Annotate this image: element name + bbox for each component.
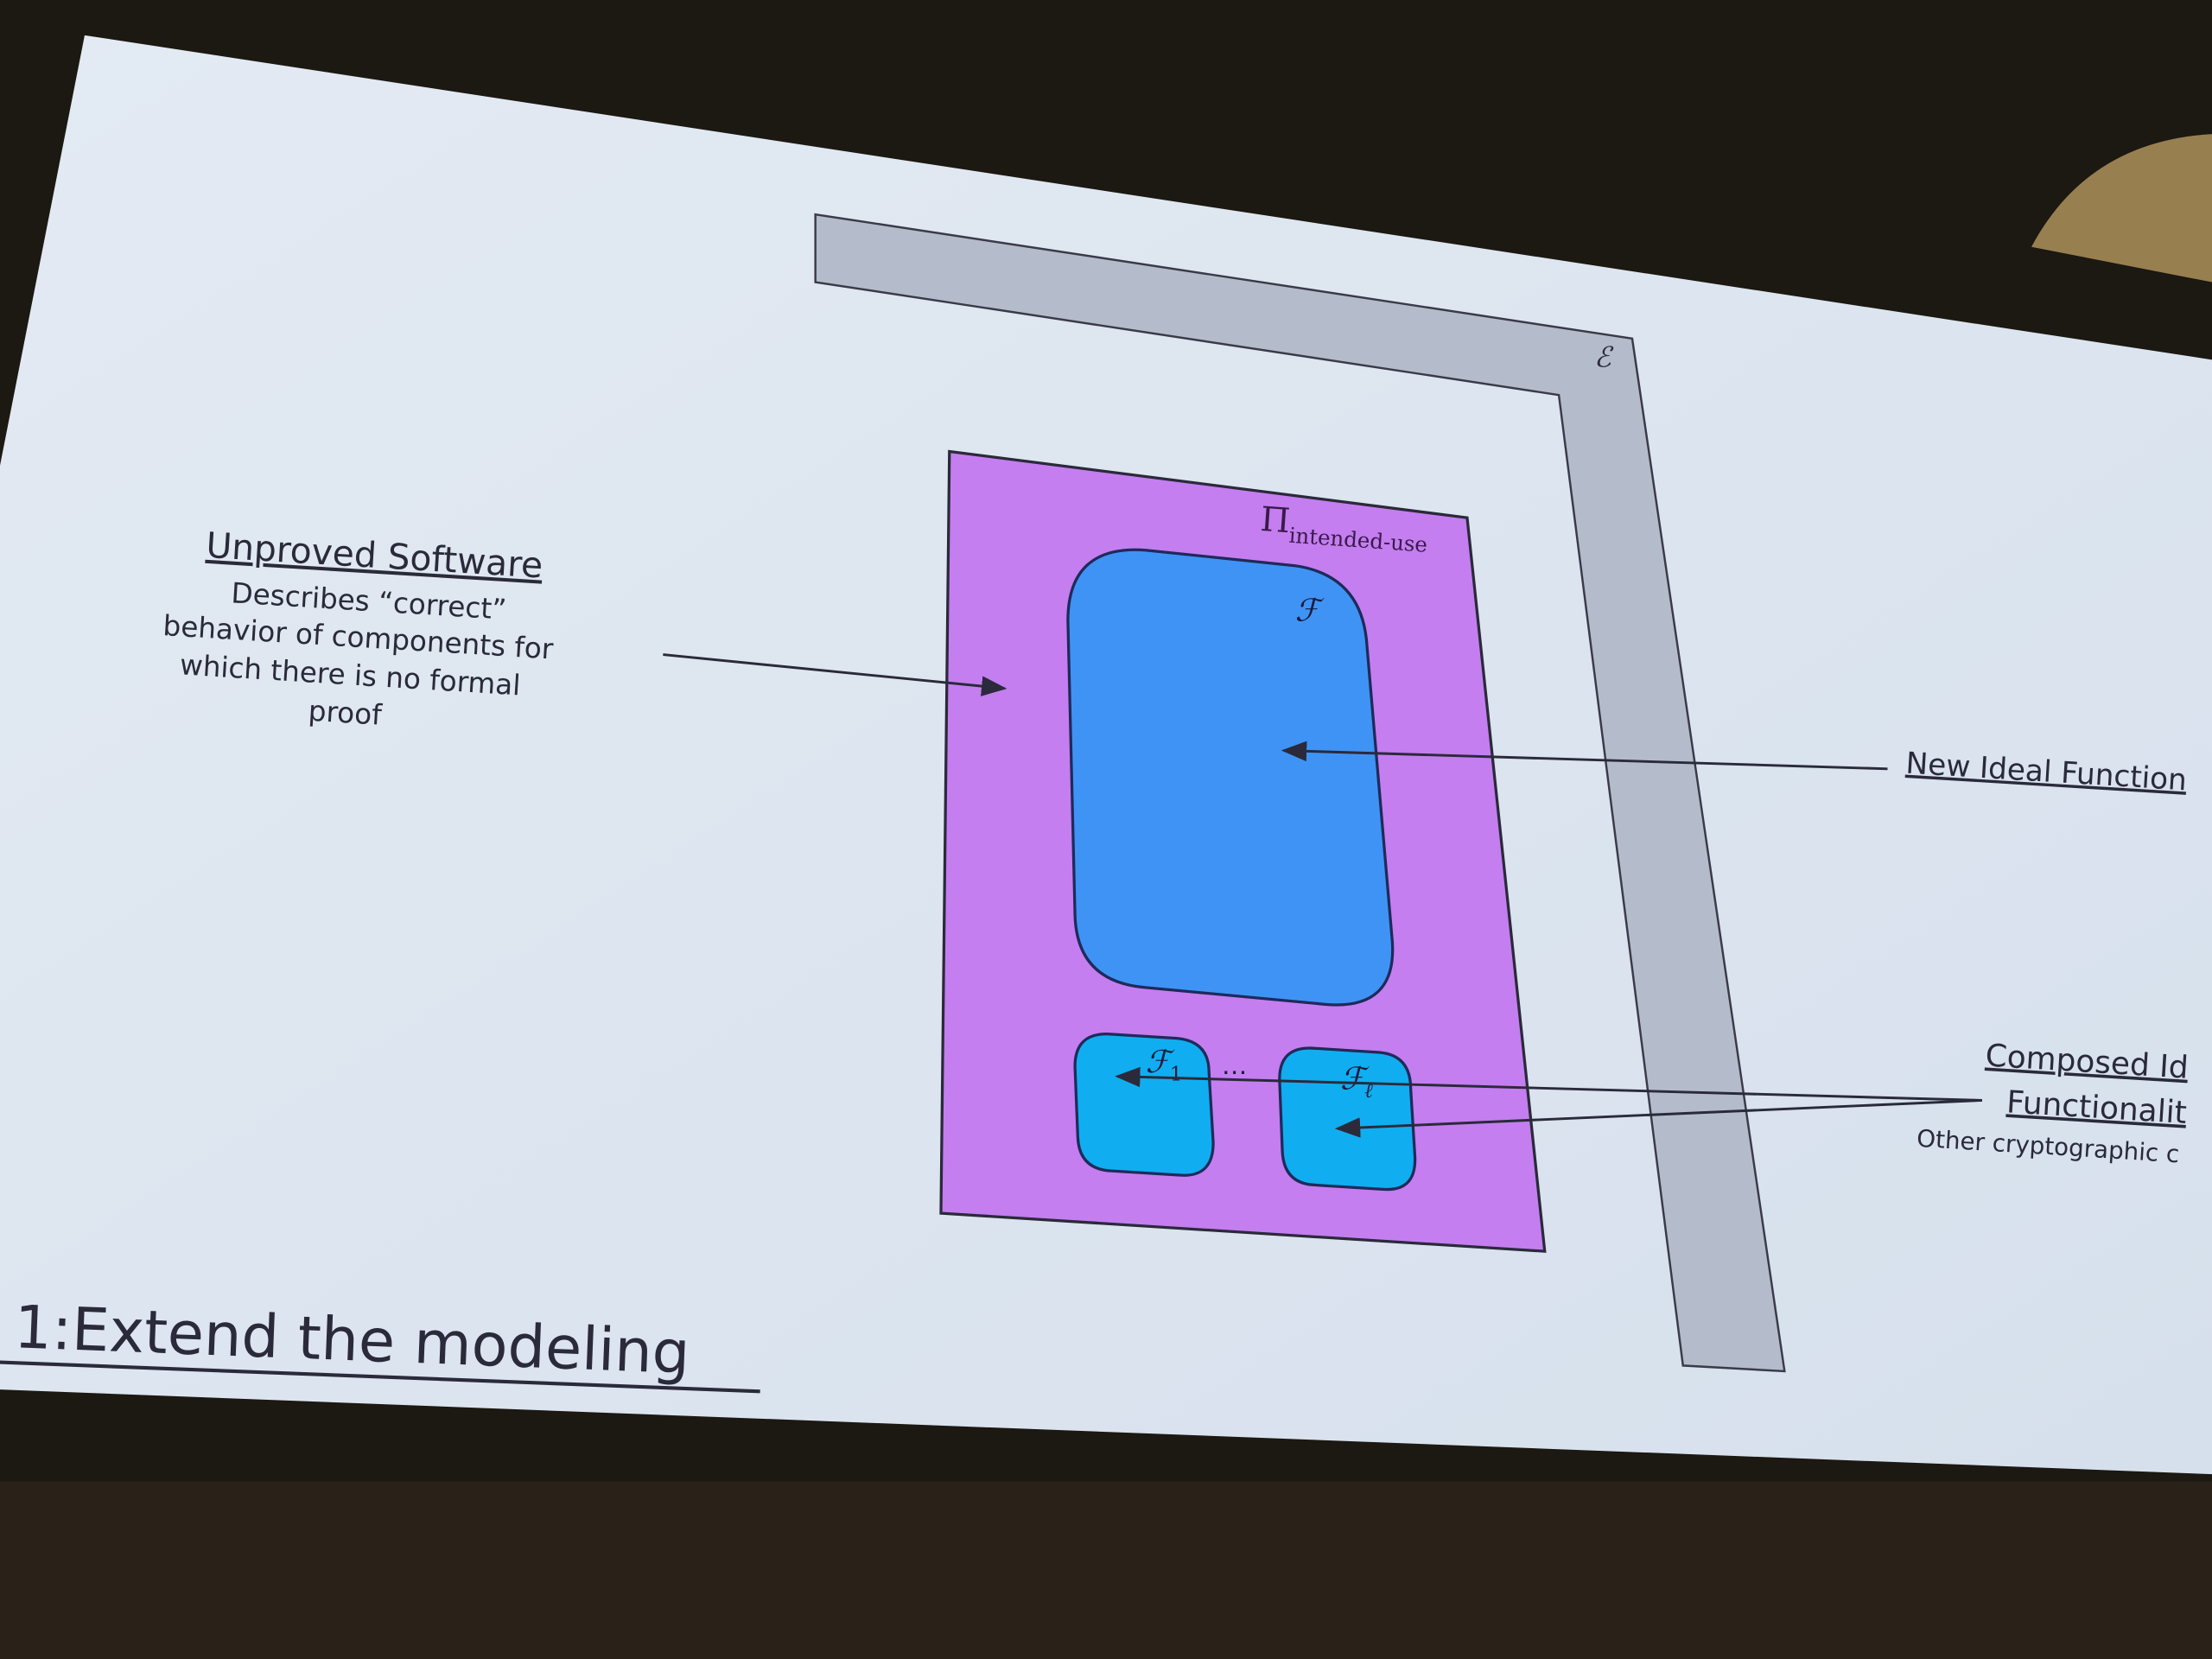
lamp-shape — [2031, 134, 2212, 283]
sub-functionality-ellipsis: ⋯ — [1222, 1058, 1247, 1087]
unproved-software-line: proof — [308, 695, 385, 732]
environment-label: ℰ — [1594, 340, 1614, 373]
arrow-composed-1 — [1115, 1066, 1982, 1102]
arrow-new-ideal — [1281, 741, 1888, 771]
arrow-composed-l — [1334, 1099, 1982, 1138]
environment-frame — [814, 213, 1786, 1373]
slide-title-underline — [0, 1360, 760, 1394]
ideal-functionality-box — [1066, 548, 1395, 1007]
sub-functionality-1-box — [1073, 1033, 1215, 1177]
arrow-unproved-software — [663, 653, 1007, 696]
floor-band — [0, 1481, 2212, 1659]
